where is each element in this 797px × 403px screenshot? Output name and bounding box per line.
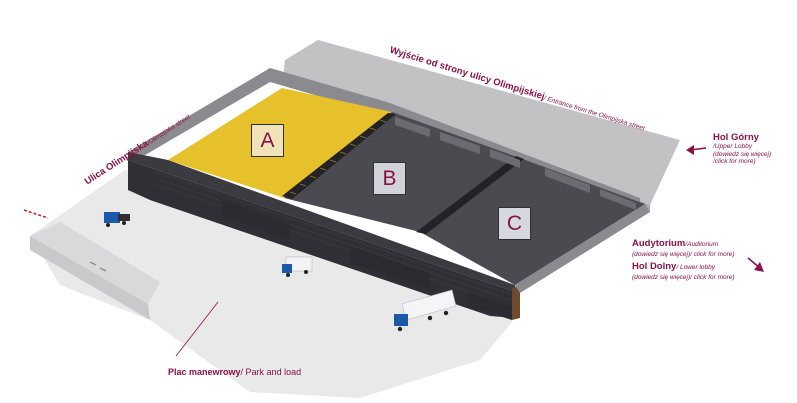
- lower-lobby-label[interactable]: Hol Dolny/ Lower lobby (dowiedz się więc…: [632, 256, 735, 281]
- gate-barrier: [23, 209, 49, 219]
- entrance-ramp: [30, 222, 160, 304]
- upper-lobby-more-pl: (dowiedz się więcej): [713, 150, 772, 158]
- hall-b-badge[interactable]: B: [373, 162, 406, 195]
- lower-lobby-en: / Lower lobby: [676, 264, 716, 271]
- lane-markings: [89, 261, 107, 272]
- back-bays: [395, 117, 636, 210]
- building-corner: [512, 285, 520, 320]
- arrow-down-right-icon[interactable]: [747, 257, 764, 272]
- lower-lobby-more: (dowiedz się więcej)/ click for more): [632, 273, 735, 281]
- divider-stripes: [289, 119, 387, 195]
- facade-block-1: [222, 200, 290, 240]
- park-leader-line: [175, 301, 219, 357]
- lower-lobby-title: Hol Dolny: [632, 261, 677, 272]
- upper-lobby-en: /Upper Lobby: [713, 143, 753, 151]
- upper-lobby-terrace[interactable]: [283, 40, 680, 205]
- facade-louvres: [154, 171, 511, 307]
- divider-ab: [282, 113, 396, 199]
- hall-c-badge[interactable]: C: [498, 207, 531, 240]
- upper-lobby-title: Hol Górny: [713, 132, 759, 143]
- auditorium-more: (dowiedz się więcej)/ click for more): [632, 250, 735, 258]
- ground-plaza: [30, 170, 520, 398]
- arrow-left-icon[interactable]: [686, 145, 707, 155]
- facade-block-3: [468, 292, 512, 320]
- auditorium-title: Audytorium: [632, 238, 686, 249]
- divider-bc: [416, 156, 524, 234]
- park-pl: Plac manewrowy: [168, 367, 241, 377]
- building-left-wall: [128, 68, 270, 158]
- building-right-wall: [515, 204, 650, 293]
- park-label: Plac manewrowy/ Park and load: [168, 362, 301, 380]
- truck-icon: [104, 212, 130, 227]
- upper-lobby-more-en: /click for more): [713, 157, 756, 165]
- park-en: / Park and load: [240, 367, 302, 377]
- van-icon: [282, 256, 313, 277]
- entrance-ramp-side: [30, 236, 150, 320]
- upper-lobby-label[interactable]: Hol Górny /Upper Lobby (dowiedz się więc…: [713, 132, 772, 165]
- auditorium-label[interactable]: Audytorium/Auditorium (dowiedz się więce…: [632, 233, 735, 258]
- facade-block-2: [350, 246, 430, 290]
- auditorium-en: /Auditorium: [685, 241, 719, 248]
- lorry-icon: [394, 289, 457, 332]
- front-facade-top: [128, 152, 515, 292]
- hall-a-badge[interactable]: A: [251, 124, 284, 157]
